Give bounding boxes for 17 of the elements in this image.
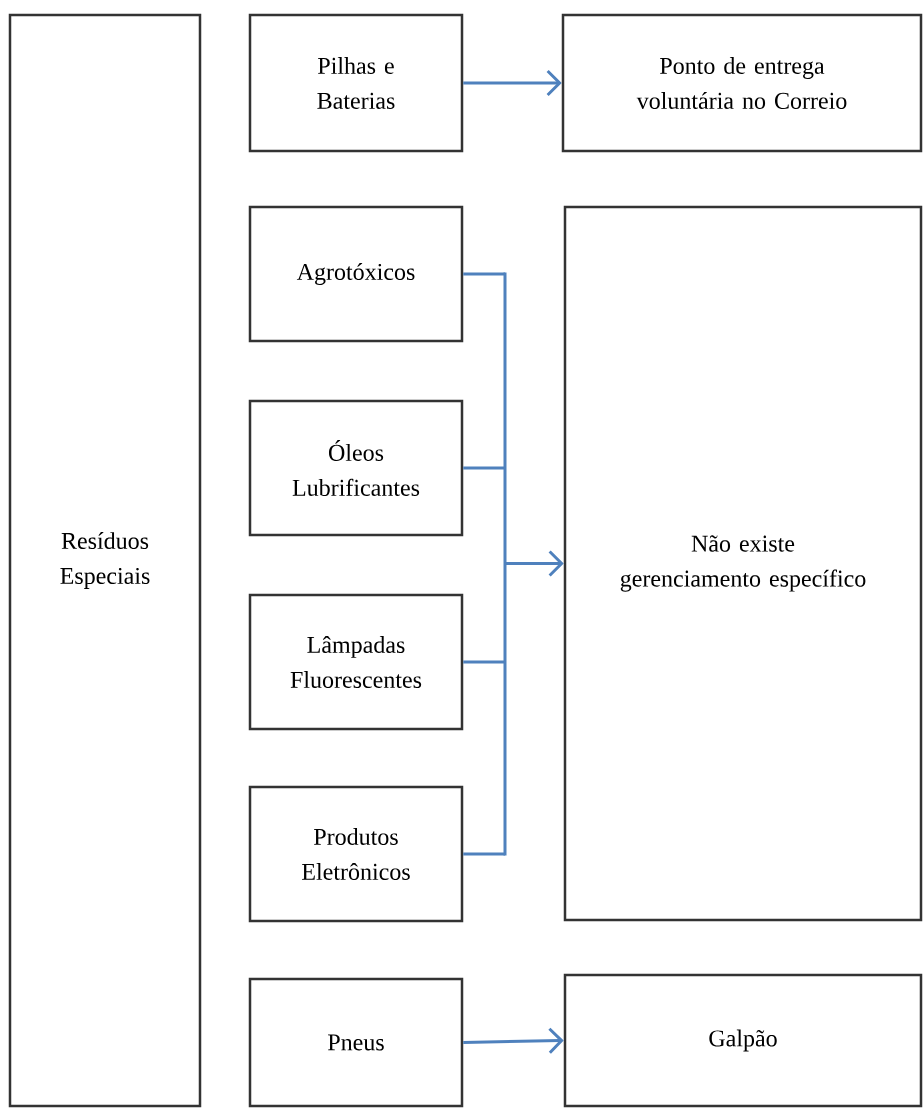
connector-line (463, 852, 505, 856)
process-box: Ponto de entrega voluntária no Correio (561, 13, 923, 153)
connector-line (463, 660, 505, 664)
process-box: Não existe gerenciamento específico (563, 205, 923, 922)
process-box: Galpão (563, 973, 923, 1108)
process-box: Pneus (248, 977, 464, 1108)
process-box: Resíduos Especiais (8, 13, 202, 1108)
connector-line (463, 272, 505, 276)
arrow (463, 69, 562, 97)
arrow (463, 1027, 564, 1054)
process-box: Lâmpadas Fluorescentes (248, 593, 464, 731)
process-box: Agrotóxicos (248, 205, 464, 343)
arrow (503, 271, 564, 857)
process-box: Pilhas e Baterias (248, 13, 464, 153)
connector-line (463, 466, 505, 470)
process-box: Óleos Lubrificantes (248, 399, 464, 537)
process-box: Produtos Eletrônicos (248, 785, 464, 923)
